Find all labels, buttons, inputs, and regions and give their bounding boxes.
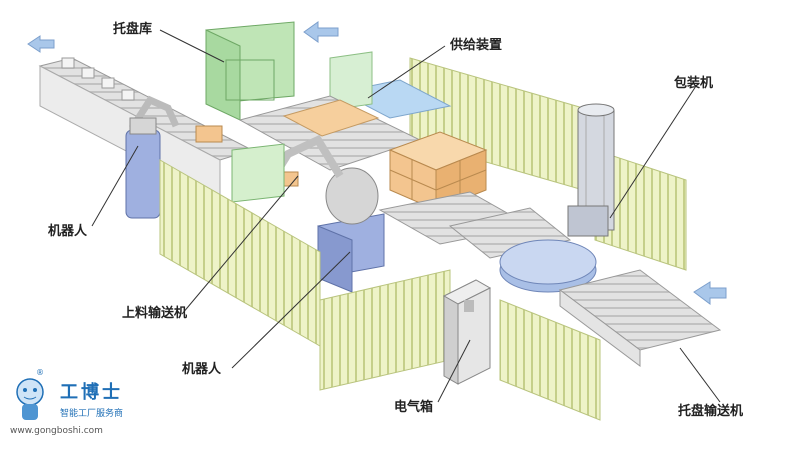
label-feed-conveyor: 上料输送机: [122, 306, 188, 321]
arrow-icon-left: [27, 35, 55, 53]
fence-front-center: [319, 269, 451, 391]
logo-name: 工博士: [60, 382, 123, 403]
logo-registered-mark: ®: [36, 368, 44, 377]
mascot-logo-icon: [16, 378, 44, 420]
arrow-icon-right: [693, 281, 727, 305]
arrow-icon-top: [303, 21, 339, 43]
label-pallet-storage: 托盘库: [113, 22, 153, 37]
feed-frame: [231, 143, 285, 203]
pallet-storage-frame: [205, 21, 295, 121]
electric-cabinet: [442, 279, 492, 385]
label-robot-left: 机器人: [48, 224, 88, 239]
logo-url: www.gongboshi.com: [10, 426, 103, 436]
label-supply-device: 供给装置: [450, 38, 503, 53]
logo-slogan: 智能工厂服务商: [60, 409, 124, 419]
packing-tower: [567, 103, 615, 237]
watermark-logo: ® 工博士 智能工厂服务商 www.gongboshi.com: [8, 368, 178, 444]
leader-lines: [91, 29, 721, 403]
fence-front-right: [499, 299, 601, 421]
label-robot-center: 机器人: [182, 362, 222, 377]
label-electric-cabinet: 电气箱: [394, 400, 434, 415]
supply-frame: [329, 51, 373, 111]
orange-pallet-top: [282, 99, 380, 137]
label-pallet-conveyor: 托盘输送机: [678, 404, 744, 419]
label-packing-machine: 包装机: [674, 76, 714, 91]
cargo-boxes-left: [61, 57, 223, 143]
